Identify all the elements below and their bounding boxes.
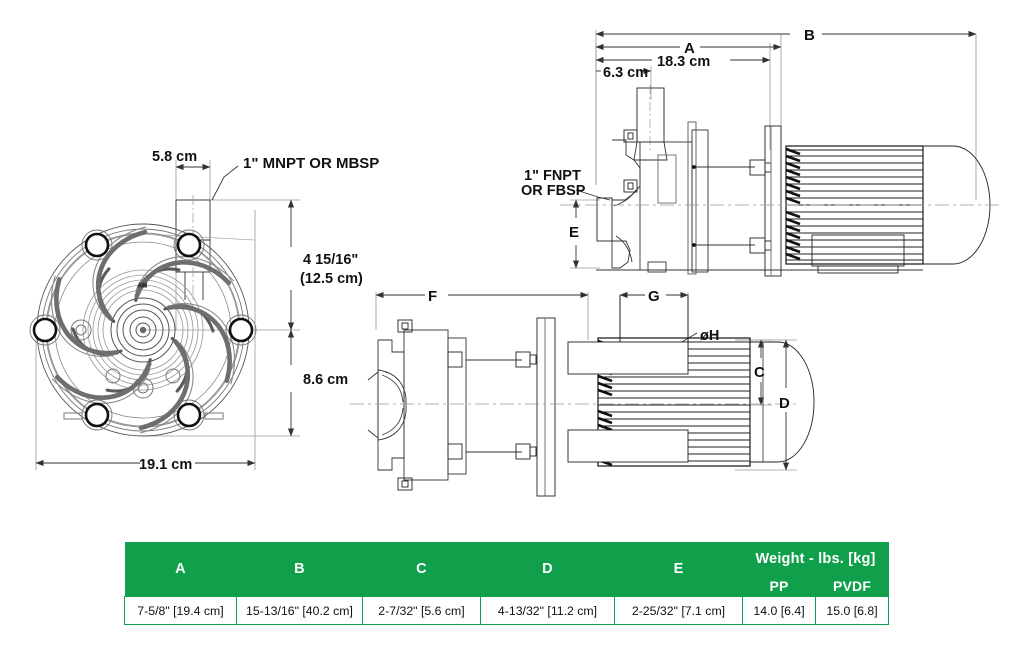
table-cell-a: 7-5/8" [19.4 cm]: [124, 596, 237, 625]
dim-e-label: E: [569, 224, 579, 241]
table-header-pvdf: PVDF: [815, 575, 889, 597]
dim-f-label: F: [428, 288, 437, 305]
callout-fnpt-line1-label: 1" FNPT: [524, 168, 581, 184]
table-header-pp: PP: [742, 575, 816, 597]
dim-a-label: A: [684, 40, 695, 57]
table-cell-b: 15-13/16" [40.2 cm]: [236, 596, 363, 625]
dim-b-label: B: [804, 27, 815, 44]
table-header-c: C: [362, 542, 481, 597]
dim-18-3-cm-label: 18.3 cm: [657, 54, 710, 70]
table-cell-weight-pvdf: 15.0 [6.8]: [814, 596, 890, 625]
svg-text:A/M: A/M: [138, 283, 147, 289]
table-cell-c: 2-7/32" [5.6 cm]: [362, 596, 481, 625]
table-header-a: A: [124, 542, 237, 597]
dim-5-8-cm-label: 5.8 cm: [152, 149, 197, 165]
table-cell-d: 4-13/32" [11.2 cm]: [480, 596, 615, 625]
table-row: 7-5/8" [19.4 cm] 15-13/16" [40.2 cm] 2-7…: [124, 596, 890, 625]
callout-fnpt-line2-label: OR FBSP: [521, 183, 586, 199]
table-cell-weight-pp: 14.0 [6.4]: [742, 596, 816, 625]
table-header-b: B: [236, 542, 363, 597]
side-elevation-geometry: [560, 30, 1000, 277]
dim-8-6-cm-label: 8.6 cm: [303, 372, 348, 388]
dim-d-label: D: [779, 395, 790, 412]
dim-6-3-cm-label: 6.3 cm: [603, 65, 648, 81]
plan-view-geometry: [350, 291, 815, 497]
dim-c-label: C: [754, 364, 765, 381]
dim-g-label: G: [648, 288, 660, 305]
table-header-e: E: [614, 542, 743, 597]
dim-19-1-cm-label: 19.1 cm: [139, 457, 192, 473]
callout-dia-h-label: øH: [700, 328, 719, 344]
callout-mnpt-label: 1" MNPT OR MBSP: [243, 155, 379, 172]
table-header-weight-group: Weight - lbs. [kg]: [742, 542, 889, 575]
table-cell-e: 2-25/32" [7.1 cm]: [614, 596, 743, 625]
dim-4-15-16-label: 4 15/16": [303, 252, 358, 268]
dim-12-5-cm-label: (12.5 cm): [300, 271, 363, 287]
impeller-front-geometry: A/M: [29, 160, 300, 470]
table-header-d: D: [480, 542, 615, 597]
dimension-spec-table: A B C D E Weight - lbs. [kg] PP PVDF 7-5…: [124, 542, 890, 625]
